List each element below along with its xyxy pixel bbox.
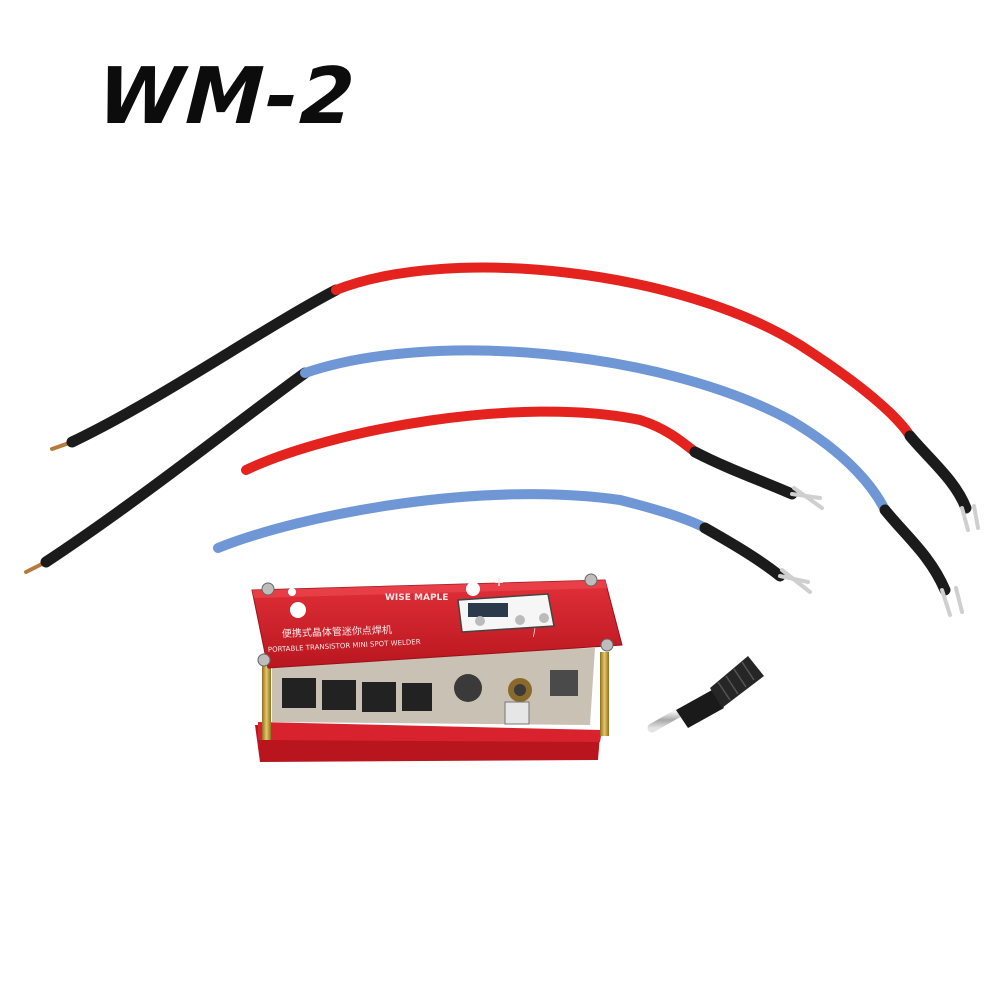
board-brand-label: WISE MAPLE bbox=[385, 593, 448, 603]
dc-power-plug bbox=[647, 656, 764, 733]
plus-marking: + bbox=[494, 575, 504, 589]
battery-cable-red bbox=[241, 406, 824, 510]
welding-pen-cable-blue bbox=[24, 345, 964, 617]
board-name-cn-label: 便携式晶体管迷你点焊机 bbox=[282, 623, 392, 640]
welding-pen-cable-red bbox=[50, 262, 980, 532]
battery-cable-blue bbox=[213, 489, 812, 594]
spot-welder-board: WISE MAPLE 便携式晶体管迷你点焊机 PORTABLE TRANSIST… bbox=[251, 571, 623, 762]
minus-marking: — bbox=[528, 627, 541, 639]
